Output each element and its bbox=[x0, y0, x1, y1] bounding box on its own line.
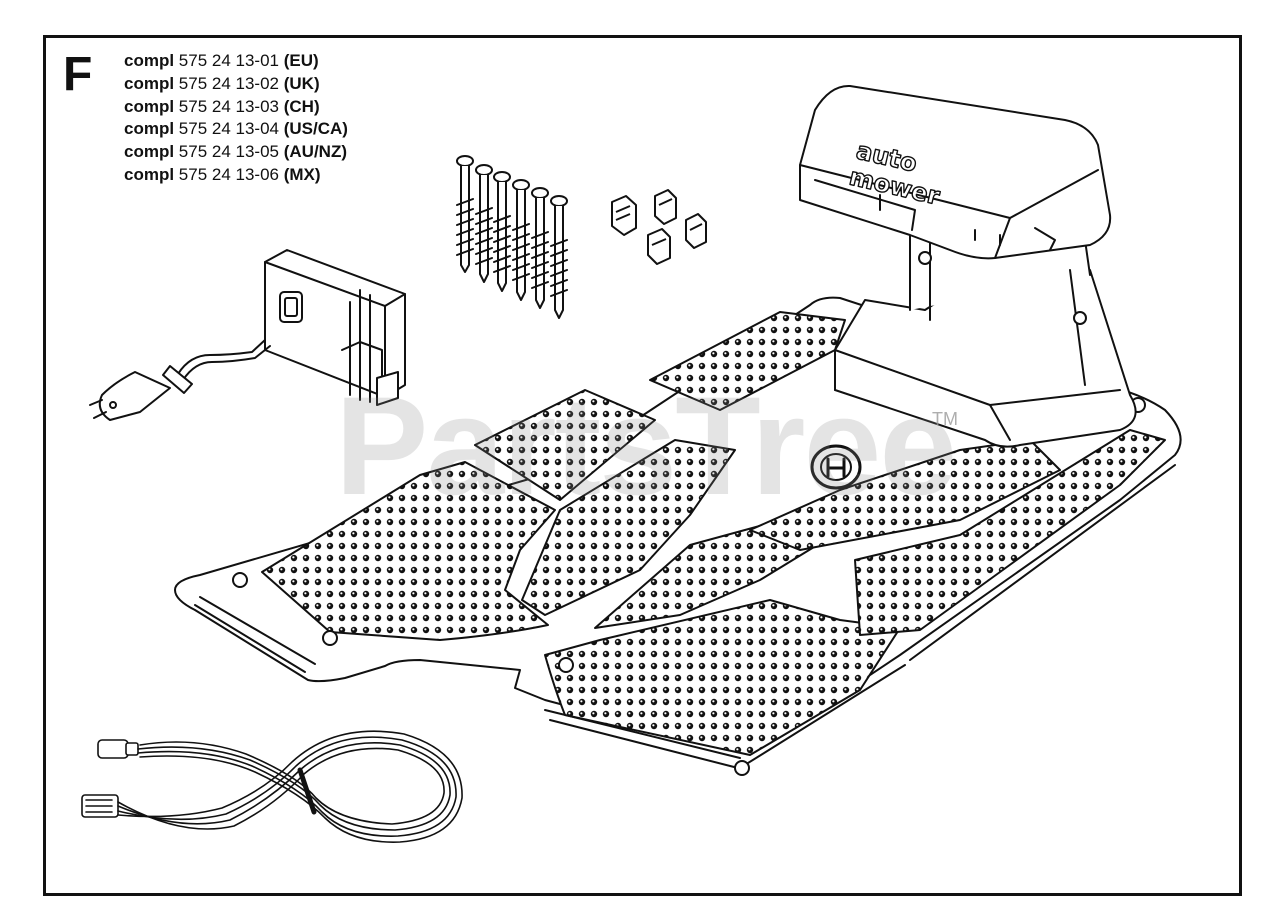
parts-list: compl 575 24 13-01 (EU) compl 575 24 13-… bbox=[124, 50, 348, 187]
part-word: compl bbox=[124, 119, 175, 139]
part-number: 575 24 13-02 bbox=[178, 73, 279, 93]
part-region: (EU) bbox=[283, 51, 319, 70]
part-row: compl 575 24 13-01 (EU) bbox=[124, 50, 348, 73]
part-word: compl bbox=[124, 51, 175, 70]
part-number: 575 24 13-05 bbox=[178, 142, 279, 162]
watermark: PartsTree bbox=[335, 367, 957, 524]
connector-icon bbox=[611, 189, 707, 265]
part-number: 575 24 13-06 bbox=[178, 164, 279, 184]
part-region: (AU/NZ) bbox=[283, 142, 347, 162]
part-region: (MX) bbox=[283, 164, 321, 184]
part-row: compl 575 24 13-03 (CH) bbox=[124, 96, 348, 119]
charging-station-icon: auto mower bbox=[174, 84, 1182, 776]
power-supply-icon bbox=[89, 249, 406, 421]
part-row: compl 575 24 13-06 (MX) bbox=[124, 164, 348, 187]
part-number: 575 24 13-03 bbox=[178, 96, 279, 116]
watermark-trademark: TM bbox=[932, 409, 958, 429]
part-region: (US/CA) bbox=[283, 119, 348, 139]
part-word: compl bbox=[124, 96, 175, 116]
part-row: compl 575 24 13-05 (AU/NZ) bbox=[124, 141, 348, 164]
part-word: compl bbox=[124, 73, 175, 93]
section-letter: F bbox=[63, 48, 92, 101]
screw-icon bbox=[456, 155, 568, 319]
part-region: (UK) bbox=[283, 73, 320, 93]
part-row: compl 575 24 13-02 (UK) bbox=[124, 73, 348, 96]
low-voltage-cable-icon bbox=[81, 730, 463, 843]
part-number: 575 24 13-04 bbox=[178, 119, 279, 139]
part-word: compl bbox=[124, 142, 175, 162]
part-number: 575 24 13-01 bbox=[178, 51, 279, 70]
part-region: (CH) bbox=[283, 96, 320, 116]
part-word: compl bbox=[124, 164, 175, 184]
part-row: compl 575 24 13-04 (US/CA) bbox=[124, 118, 348, 141]
